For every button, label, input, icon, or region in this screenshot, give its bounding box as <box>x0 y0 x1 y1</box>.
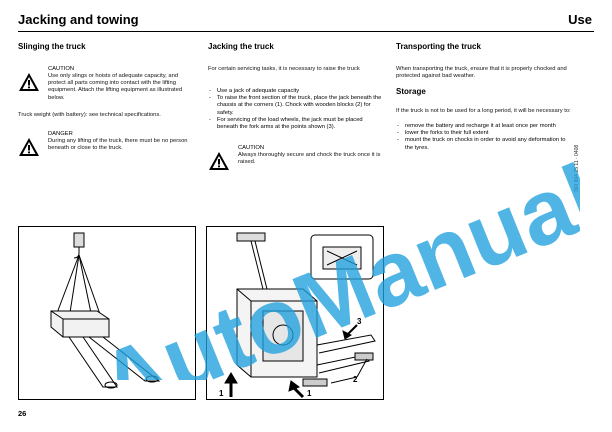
header-rule <box>18 31 594 32</box>
slinging-figure <box>18 226 196 400</box>
page-title: Jacking and towing <box>18 12 139 27</box>
storage-intro: If the truck is not to be used for a lon… <box>396 108 571 114</box>
list-item: For servicing of the load wheels, the ja… <box>208 117 384 131</box>
transport-heading: Transporting the truck <box>396 42 481 51</box>
weight-note: Truck weight (with battery): see technic… <box>18 112 161 118</box>
jacking-figure: 1 1 2 3 <box>206 226 384 400</box>
document-code: 360 804 25 11 · 0408 <box>574 144 580 192</box>
list-item: To raise the front section of the truck,… <box>208 95 384 117</box>
section-title: Use <box>568 12 592 27</box>
jacking-heading: Jacking the truck <box>208 42 274 51</box>
callout-3: 3 <box>357 317 362 326</box>
callout-2: 2 <box>353 375 358 384</box>
warning-triangle-icon <box>19 138 39 156</box>
caution-text-2: Always thoroughly secure and chock the t… <box>238 152 381 166</box>
list-item: mount the truck on chocks in order to av… <box>396 137 574 151</box>
page-number: 26 <box>18 409 27 418</box>
callout-1-right: 1 <box>307 389 312 398</box>
list-item: Use a jack of adequate capacity <box>208 88 384 95</box>
list-item: remove the battery and recharge it at le… <box>396 123 574 130</box>
jacking-illustration <box>224 232 376 399</box>
transport-text: When transporting the truck, ensure that… <box>396 66 567 80</box>
warning-triangle-icon <box>19 73 39 91</box>
warning-triangle-icon <box>209 152 229 170</box>
caution-label-2: CAUTION <box>238 145 265 151</box>
danger-text: During any lifting of the truck, there m… <box>48 138 188 152</box>
storage-list: remove the battery and recharge it at le… <box>396 123 574 152</box>
storage-heading: Storage <box>396 87 426 96</box>
callout-1-left: 1 <box>219 389 224 398</box>
danger-label: DANGER <box>48 131 73 137</box>
jacking-steps: Use a jack of adequate capacity To raise… <box>208 88 384 131</box>
jacking-intro: For certain servicing tasks, it is neces… <box>208 66 360 72</box>
caution-label: CAUTION <box>48 66 75 72</box>
slinging-heading: Slinging the truck <box>18 42 86 51</box>
slinging-illustration <box>50 232 161 389</box>
list-item: lower the forks to their full extent <box>396 130 574 137</box>
caution-text: Use only slings or hoists of adequate ca… <box>48 73 183 101</box>
